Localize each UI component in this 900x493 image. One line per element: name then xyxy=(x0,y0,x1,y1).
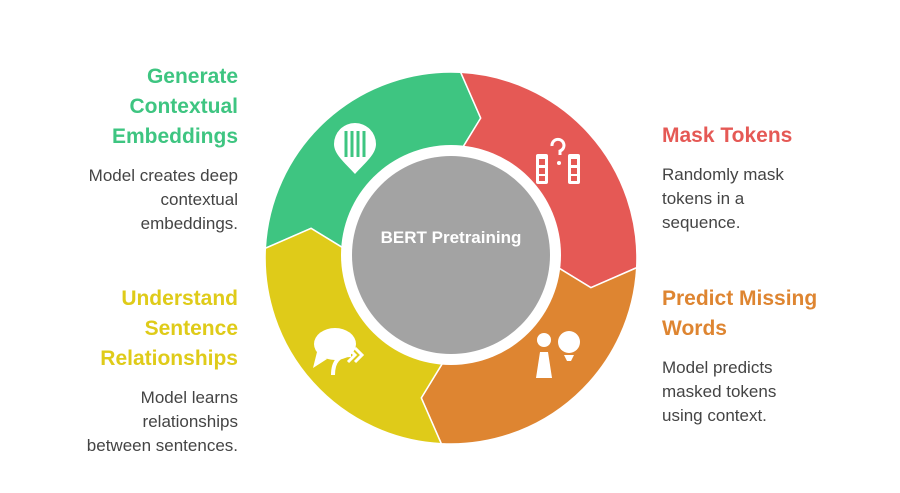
title-line: Embeddings xyxy=(111,125,238,148)
desc-line: Model predicts xyxy=(662,358,773,377)
step-predict-words: Predict Missing Words Model predicts mas… xyxy=(662,284,900,428)
desc-line: embeddings. xyxy=(140,214,238,233)
step-title: Predict Missing Words xyxy=(662,284,900,344)
step-description: Model learns relationships between sente… xyxy=(0,386,238,458)
title-line: Relationships xyxy=(100,347,238,370)
person-lightbulb-icon xyxy=(536,331,580,378)
title-line: Mask Tokens xyxy=(662,124,793,147)
desc-line: tokens in a xyxy=(662,189,745,208)
center-label: BERT Pretraining xyxy=(380,228,522,247)
step-description: Randomly mask tokens in a sequence. xyxy=(662,163,900,235)
step-title: Generate Contextual Embeddings xyxy=(0,62,238,152)
desc-line: relationships xyxy=(142,412,238,431)
title-line: Sentence xyxy=(144,317,238,340)
step-description: Model predicts masked tokens using conte… xyxy=(662,356,900,428)
step-mask-tokens: Mask Tokens Randomly mask tokens in a se… xyxy=(662,121,900,235)
step-sentence-relationships: Understand Sentence Relationships Model … xyxy=(0,284,238,458)
center-circle xyxy=(352,156,550,354)
desc-line: Model creates deep xyxy=(88,166,238,185)
speech-arrow-icon xyxy=(313,328,365,376)
desc-line: sequence. xyxy=(662,213,741,232)
desc-line: using context. xyxy=(662,406,767,425)
desc-line: masked tokens xyxy=(662,382,777,401)
desc-line: Randomly mask xyxy=(662,165,784,184)
title-line: Understand xyxy=(121,287,238,310)
step-generate-embeddings: Generate Contextual Embeddings Model cre… xyxy=(0,62,238,236)
step-description: Model creates deep contextual embeddings… xyxy=(0,164,238,236)
desc-line: contextual xyxy=(160,190,239,209)
title-line: Contextual xyxy=(129,95,238,118)
title-line: Predict Missing xyxy=(662,287,818,310)
desc-line: Model learns xyxy=(140,388,238,407)
title-line: Generate xyxy=(146,65,238,88)
title-line: Words xyxy=(662,317,727,340)
step-title: Understand Sentence Relationships xyxy=(0,284,238,374)
brain-head-icon xyxy=(334,123,376,174)
masked-tokens-question-icon xyxy=(536,137,580,184)
desc-line: between sentences. xyxy=(86,436,238,455)
step-title: Mask Tokens xyxy=(662,121,900,151)
